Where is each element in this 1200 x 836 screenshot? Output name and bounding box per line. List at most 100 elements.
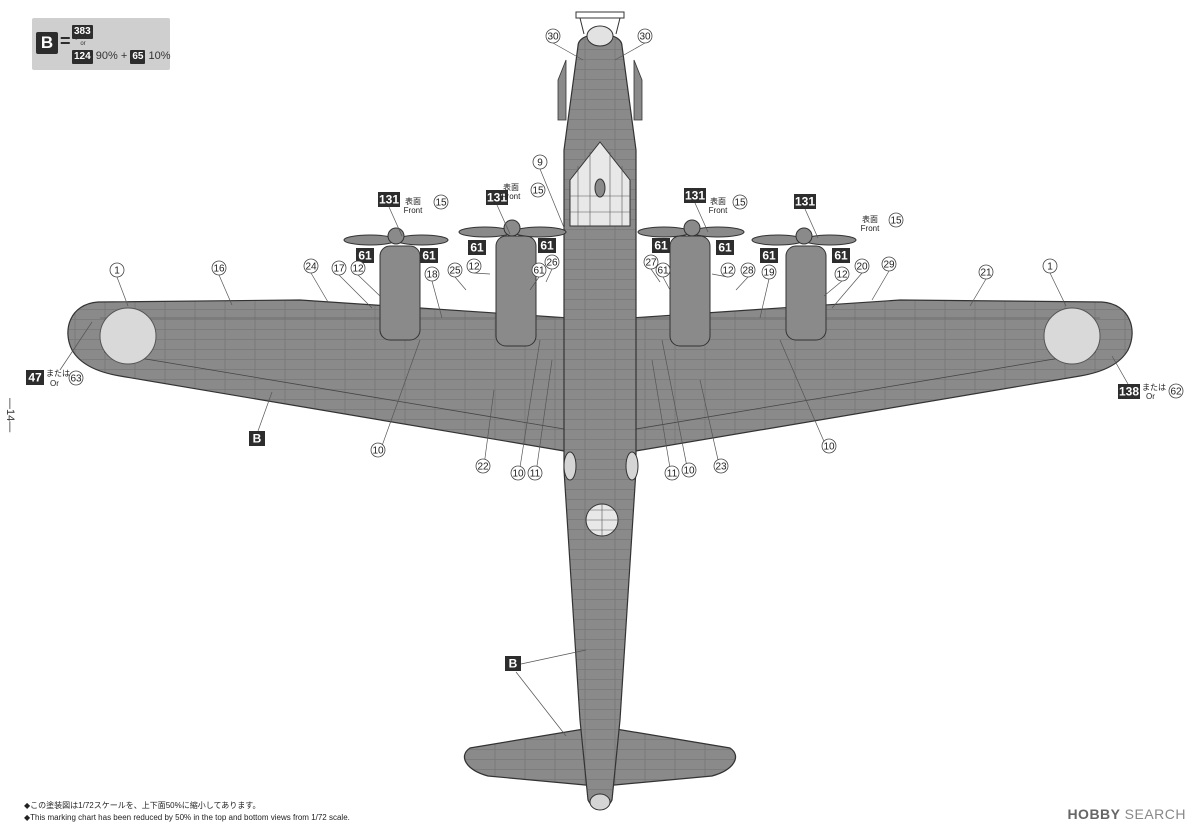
callout-c1a: 1 xyxy=(109,262,125,278)
legend-mix-code-1: 124 xyxy=(72,50,93,64)
callout-c19: 19 xyxy=(761,264,777,280)
svg-text:20: 20 xyxy=(856,262,868,273)
callout-c9: 9 xyxy=(532,154,548,170)
callout-c20: 20 xyxy=(854,258,870,274)
callout-c22: 22 xyxy=(475,458,491,474)
svg-text:12: 12 xyxy=(468,262,480,273)
svg-text:61: 61 xyxy=(834,249,848,263)
left-tip-chip: 47 xyxy=(26,370,44,385)
front-label-en-2: Front xyxy=(502,192,521,201)
callout-c10a: 10 xyxy=(370,442,386,458)
engine-chip-7: 61 xyxy=(760,248,778,263)
svg-text:17: 17 xyxy=(333,264,345,275)
legend-mix-code-2: 65 xyxy=(130,50,146,64)
svg-text:30: 30 xyxy=(639,32,651,43)
callout-c26: 26 xyxy=(544,254,560,270)
page-number: —14— xyxy=(4,398,16,433)
engine-chip-8: 61 xyxy=(832,248,850,263)
prop-chip-4: 131 xyxy=(794,194,816,209)
svg-text:B: B xyxy=(509,657,518,671)
svg-text:138: 138 xyxy=(1119,385,1139,399)
engine-chip-1: 61 xyxy=(356,248,374,263)
svg-text:21: 21 xyxy=(980,268,992,279)
svg-text:22: 22 xyxy=(477,462,489,473)
callout-c21: 21 xyxy=(978,264,994,280)
front-label-en-3: Front xyxy=(709,206,728,215)
callout-c28: 28 xyxy=(740,262,756,278)
svg-text:131: 131 xyxy=(795,195,815,209)
legend-mix-pct-1: 90% xyxy=(95,50,118,62)
callout-c10c: 10 xyxy=(681,462,697,478)
svg-text:11: 11 xyxy=(530,469,541,480)
prop-chip-3: 131 xyxy=(684,188,706,203)
legend-mix-pct-2: 10% xyxy=(148,50,171,62)
svg-text:61: 61 xyxy=(470,241,484,255)
legend-primary-code: 383 xyxy=(72,25,93,39)
callout-c16: 16 xyxy=(211,260,227,276)
svg-text:47: 47 xyxy=(28,371,42,385)
callout-c25: 25 xyxy=(447,262,463,278)
callout-c29: 29 xyxy=(881,256,897,272)
callout-c30b: 30 xyxy=(637,28,653,44)
svg-text:18: 18 xyxy=(426,270,438,281)
svg-text:15: 15 xyxy=(734,198,746,209)
left-tip-or-en: Or xyxy=(50,379,59,388)
svg-text:19: 19 xyxy=(763,268,775,279)
svg-text:61: 61 xyxy=(657,266,669,277)
callout-c12d: 12 xyxy=(834,266,850,282)
area-marker-wing: B xyxy=(249,431,265,446)
svg-text:12: 12 xyxy=(352,264,364,275)
legend-equals: = xyxy=(60,31,71,51)
callout-c61a: 61 xyxy=(531,262,547,278)
svg-text:15: 15 xyxy=(890,216,902,227)
engine-chip-2: 61 xyxy=(420,248,438,263)
callout-c12b: 12 xyxy=(466,258,482,274)
callout-c1b: 1 xyxy=(1042,258,1058,274)
callout-c12a: 12 xyxy=(350,260,366,276)
engine-chip-6: 61 xyxy=(716,240,734,255)
callout-c10b: 10 xyxy=(510,465,526,481)
wing xyxy=(67,299,1133,453)
callout-c11b: 11 xyxy=(664,465,680,481)
front-label-en-4: Front xyxy=(861,224,880,233)
svg-text:131: 131 xyxy=(487,191,507,205)
callout-c17: 17 xyxy=(331,260,347,276)
svg-text:61: 61 xyxy=(762,249,776,263)
svg-text:61: 61 xyxy=(540,239,554,253)
front-label-jp-3: 表面 xyxy=(710,196,726,206)
engine-chip-5: 61 xyxy=(652,238,670,253)
svg-text:9: 9 xyxy=(537,158,543,169)
svg-text:30: 30 xyxy=(547,32,559,43)
svg-text:62: 62 xyxy=(1170,387,1182,398)
callout-c24: 24 xyxy=(303,258,319,274)
engine-chip-3: 61 xyxy=(468,240,486,255)
leader-lines xyxy=(59,42,1129,737)
svg-text:131: 131 xyxy=(685,189,705,203)
legend-or-en: or xyxy=(80,41,86,47)
propellers xyxy=(343,219,857,246)
callout-c61b: 61 xyxy=(655,262,671,278)
svg-text:29: 29 xyxy=(883,260,895,271)
footnote-en: ◆This marking chart has been reduced by … xyxy=(24,813,350,822)
legend-or: または or xyxy=(74,35,92,47)
svg-text:26: 26 xyxy=(546,258,558,269)
legend-letter: B xyxy=(36,32,58,54)
callout-c30a: 30 xyxy=(545,28,561,44)
callout-c12c: 12 xyxy=(720,262,736,278)
right-tip-or-jp: または xyxy=(1142,383,1166,392)
right-tip-alt: 62 xyxy=(1168,383,1184,399)
legend-mix: 124 90% + 65 10% xyxy=(72,50,171,64)
svg-text:24: 24 xyxy=(305,262,317,273)
svg-text:15: 15 xyxy=(532,186,544,197)
prop-chip-2: 131 xyxy=(486,190,508,205)
engine-chip-4: 61 xyxy=(538,238,556,253)
svg-text:61: 61 xyxy=(533,266,545,277)
svg-text:11: 11 xyxy=(667,469,678,480)
svg-text:63: 63 xyxy=(70,374,82,385)
left-tip-alt: 63 xyxy=(68,370,84,386)
area-marker-fuselage: B xyxy=(505,656,521,671)
svg-text:10: 10 xyxy=(372,446,384,457)
svg-text:27: 27 xyxy=(645,258,657,269)
svg-text:10: 10 xyxy=(683,466,695,477)
